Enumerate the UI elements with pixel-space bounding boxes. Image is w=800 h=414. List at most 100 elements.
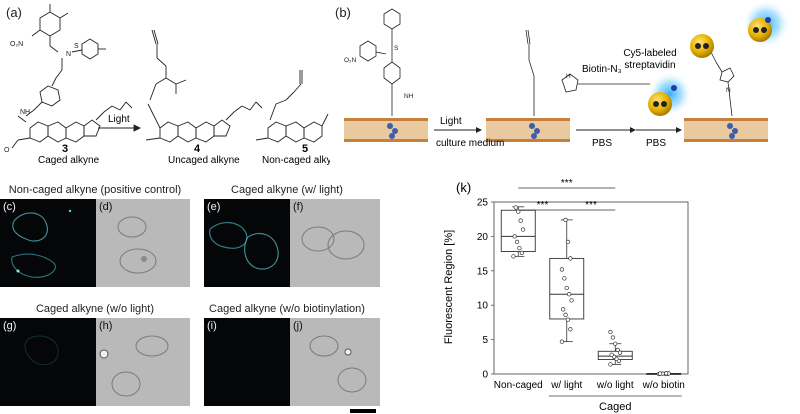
y-tick-label: 25 bbox=[477, 198, 489, 209]
significance-label: *** bbox=[537, 200, 549, 211]
data-point bbox=[517, 245, 522, 251]
data-point bbox=[512, 234, 517, 239]
micrograph-g-fluorescence: (g) bbox=[0, 318, 96, 406]
x-category-label: w/ light bbox=[550, 380, 582, 391]
panel-label-a: (a) bbox=[6, 5, 22, 20]
y-tick-label: 0 bbox=[482, 370, 488, 381]
data-point bbox=[569, 298, 574, 303]
group-label-caged: Caged bbox=[599, 401, 631, 413]
data-point bbox=[613, 341, 618, 346]
streptavidin-bound bbox=[690, 0, 790, 58]
y-axis-label: Fluorescent Region [%] bbox=[443, 230, 455, 344]
data-point bbox=[568, 256, 573, 261]
panel-tag-h: (h) bbox=[99, 320, 113, 332]
data-point bbox=[563, 312, 568, 317]
data-point bbox=[559, 339, 565, 344]
compound3-number: 3 bbox=[62, 143, 68, 155]
atom-h-b: H bbox=[566, 73, 571, 80]
light-arrow-label: Light bbox=[108, 114, 130, 125]
data-point bbox=[511, 254, 516, 259]
data-point bbox=[568, 327, 573, 332]
step3-bottom-label: PBS bbox=[646, 138, 666, 149]
micrograph-e-fluorescence: (e) bbox=[204, 199, 290, 287]
y-tick-label: 5 bbox=[482, 335, 488, 346]
step2-bottom-label: PBS bbox=[592, 138, 612, 149]
data-point bbox=[608, 329, 613, 335]
x-category-label: w/o light bbox=[596, 380, 634, 391]
data-point bbox=[519, 250, 524, 256]
data-point bbox=[520, 227, 526, 232]
micrograph-j-brightfield: (j) bbox=[290, 318, 380, 406]
micrograph-c-fluorescence: (c) bbox=[0, 199, 96, 287]
micrograph-d-brightfield: (d) bbox=[96, 199, 190, 287]
data-point bbox=[514, 239, 520, 245]
compound5-name: Non-caged alkyne bbox=[262, 155, 330, 166]
atom-nh: NH bbox=[20, 109, 30, 116]
atom-s: S bbox=[74, 43, 79, 50]
data-point bbox=[566, 292, 572, 297]
atom-s-b: S bbox=[394, 45, 399, 52]
data-point bbox=[565, 239, 571, 245]
data-point bbox=[663, 371, 669, 376]
panel-label-b: (b) bbox=[335, 5, 351, 20]
data-point bbox=[513, 205, 518, 210]
data-point bbox=[609, 352, 614, 357]
membrane-3 bbox=[684, 118, 768, 142]
panel-tag-f: (f) bbox=[293, 201, 304, 213]
panel-tag-d: (d) bbox=[99, 201, 113, 213]
compound4-name: Uncaged alkyne bbox=[168, 155, 240, 166]
y-tick-label: 10 bbox=[477, 301, 489, 312]
y-tick-label: 15 bbox=[477, 266, 489, 277]
scheme-a: O₂N N S NH O 3 Caged alkyne Light 4 Unca… bbox=[4, 4, 330, 166]
panel-label-k: (k) bbox=[456, 180, 471, 195]
micrograph-h-brightfield: (h) bbox=[96, 318, 190, 406]
data-point bbox=[610, 335, 616, 340]
y-tick-label: 20 bbox=[477, 232, 489, 243]
chart-k: (k) Fluorescent Region [%] 0 5 10 15 20 25 **… bbox=[443, 178, 689, 413]
micrograph-title-nobiotin: Caged alkyne (w/o biotinylation) bbox=[209, 303, 365, 315]
membrane-2 bbox=[486, 118, 570, 142]
data-point bbox=[617, 350, 623, 355]
significance-label: *** bbox=[561, 178, 573, 189]
atom-n: N bbox=[66, 51, 71, 58]
box-iqr bbox=[500, 209, 536, 252]
data-point bbox=[657, 371, 663, 376]
compound3-name: Caged alkyne bbox=[38, 155, 100, 166]
data-point bbox=[565, 317, 571, 322]
compound5-number: 5 bbox=[302, 143, 308, 155]
micrograph-f-brightfield: (f) bbox=[290, 199, 380, 287]
atom-no2: O₂N bbox=[10, 41, 23, 48]
panel-tag-j: (j) bbox=[293, 320, 303, 332]
micrograph-i-fluorescence: (i) bbox=[204, 318, 290, 406]
atom-no2-b: O₂N bbox=[344, 57, 357, 64]
panel-tag-e: (e) bbox=[207, 201, 221, 213]
micrograph-title-lightplus: Caged alkyne (w/ light) bbox=[231, 184, 343, 196]
significance-label: *** bbox=[585, 200, 597, 211]
x-category-label: w/o biotin bbox=[642, 380, 685, 391]
step1-bottom-label: culture medium bbox=[436, 138, 504, 149]
data-point bbox=[559, 267, 565, 272]
step1-top-label: Light bbox=[440, 116, 462, 127]
plot-frame bbox=[493, 201, 689, 375]
data-point bbox=[615, 347, 620, 353]
data-point bbox=[518, 218, 523, 223]
compound4-number: 4 bbox=[194, 143, 201, 155]
panel-tag-c: (c) bbox=[3, 201, 16, 213]
streptavidin-free bbox=[648, 72, 692, 116]
panel-tag-i: (i) bbox=[207, 320, 217, 332]
panel-tag-g: (g) bbox=[3, 320, 17, 332]
data-point bbox=[560, 307, 566, 312]
streptavidin-label-1: Cy5-labeled bbox=[623, 48, 676, 59]
data-point bbox=[608, 362, 613, 367]
micrograph-title-lightminus: Caged alkyne (w/o light) bbox=[35, 303, 154, 315]
x-category-label: Non-caged bbox=[494, 380, 543, 391]
atom-o: O bbox=[4, 147, 10, 154]
data-point bbox=[562, 276, 567, 281]
micrograph-title-noncaged: Non-caged alkyne (positive control) bbox=[8, 184, 182, 196]
scale-bar bbox=[350, 409, 376, 413]
data-point bbox=[563, 217, 568, 223]
atom-nh-b: NH bbox=[404, 93, 414, 100]
step2-top-label: Biotin-N₃ bbox=[582, 64, 622, 75]
streptavidin-label-2: streptavidin bbox=[624, 60, 675, 71]
data-point bbox=[564, 285, 569, 291]
